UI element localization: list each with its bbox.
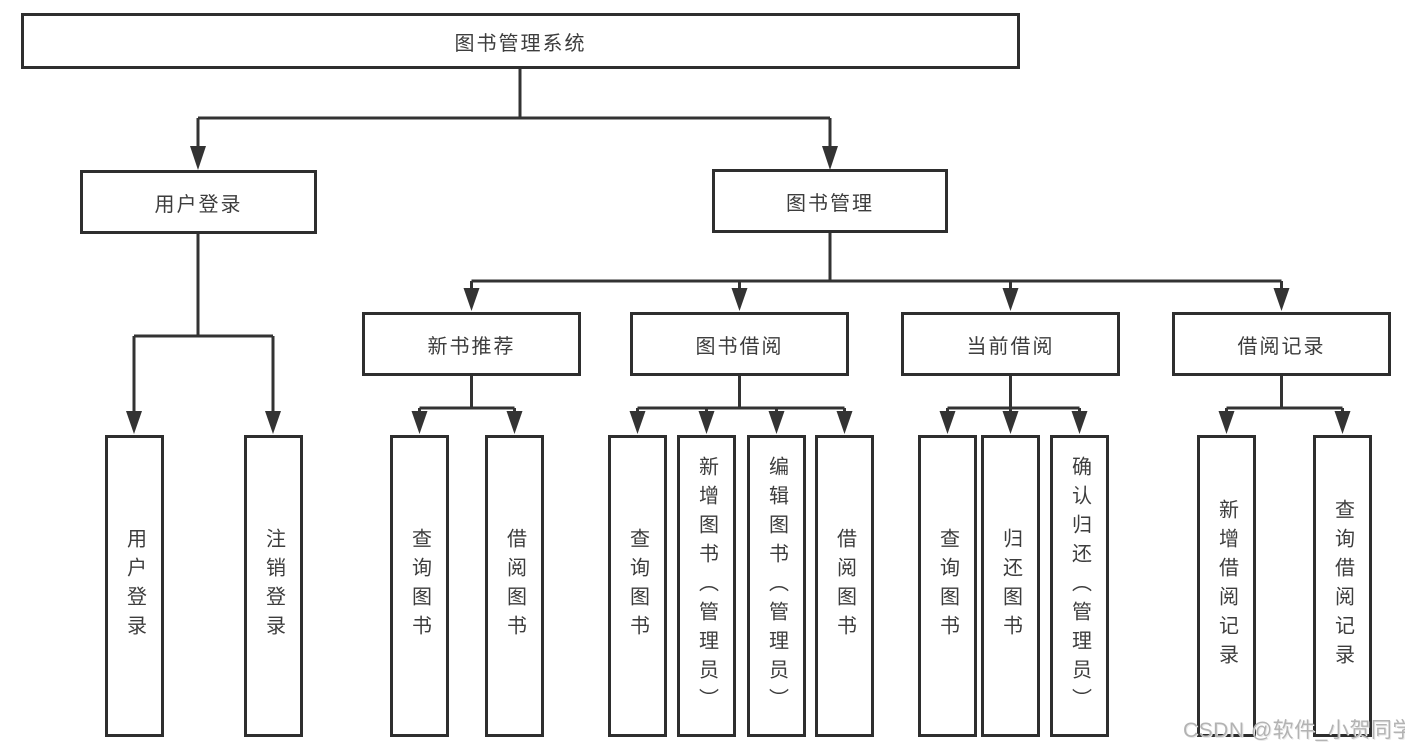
node-current-borrow: 当前借阅 <box>901 312 1120 376</box>
node-label: 注销登录 <box>262 528 285 644</box>
node-label: 查询图书 <box>626 528 649 644</box>
node-label: 新书推荐 <box>427 335 516 358</box>
node-label: 查询借阅记录 <box>1331 499 1354 673</box>
node-label: 图书借阅 <box>695 335 784 358</box>
node-label: 用户登录 <box>123 528 146 644</box>
arrowheads <box>126 146 1351 434</box>
node-query-borrow-record: 查询借阅记录 <box>1313 435 1372 737</box>
node-label: 当前借阅 <box>966 335 1055 358</box>
node-borrow-books-1: 借阅图书 <box>485 435 544 737</box>
node-label: 借阅记录 <box>1237 335 1326 358</box>
node-book-management: 图书管理 <box>712 169 948 233</box>
node-root: 图书管理系统 <box>21 13 1020 69</box>
node-add-books-admin: 新增图书（管理员） <box>677 435 736 737</box>
node-edit-books-admin: 编辑图书（管理员） <box>747 435 806 737</box>
node-label: 新增借阅记录 <box>1215 499 1238 673</box>
node-label: 借阅图书 <box>503 528 526 644</box>
node-borrow-records: 借阅记录 <box>1172 312 1391 376</box>
node-leaf-logout: 注销登录 <box>244 435 303 737</box>
node-query-books-3: 查询图书 <box>918 435 977 737</box>
node-label: 归还图书 <box>999 528 1022 644</box>
node-label: 确认归还（管理员） <box>1068 455 1091 717</box>
node-label: 查询图书 <box>408 528 431 644</box>
node-label: 用户登录 <box>154 193 243 216</box>
node-book-borrow: 图书借阅 <box>630 312 849 376</box>
node-label: 查询图书 <box>936 528 959 644</box>
node-leaf-user-login: 用户登录 <box>105 435 164 737</box>
node-user-login: 用户登录 <box>80 170 317 234</box>
node-label: 新增图书（管理员） <box>695 455 718 717</box>
watermark: CSDN @软件_小贺同学 <box>1183 719 1405 742</box>
node-add-borrow-record: 新增借阅记录 <box>1197 435 1256 737</box>
node-new-book-recommend: 新书推荐 <box>362 312 581 376</box>
node-label: 借阅图书 <box>833 528 856 644</box>
node-label: 编辑图书（管理员） <box>765 455 788 717</box>
node-query-books-2: 查询图书 <box>608 435 667 737</box>
node-label: 图书管理 <box>786 192 874 215</box>
node-label: 图书管理系统 <box>454 32 587 55</box>
node-return-books: 归还图书 <box>981 435 1040 737</box>
node-confirm-return-admin: 确认归还（管理员） <box>1050 435 1109 737</box>
node-query-books-1: 查询图书 <box>390 435 449 737</box>
node-borrow-books-2: 借阅图书 <box>815 435 874 737</box>
